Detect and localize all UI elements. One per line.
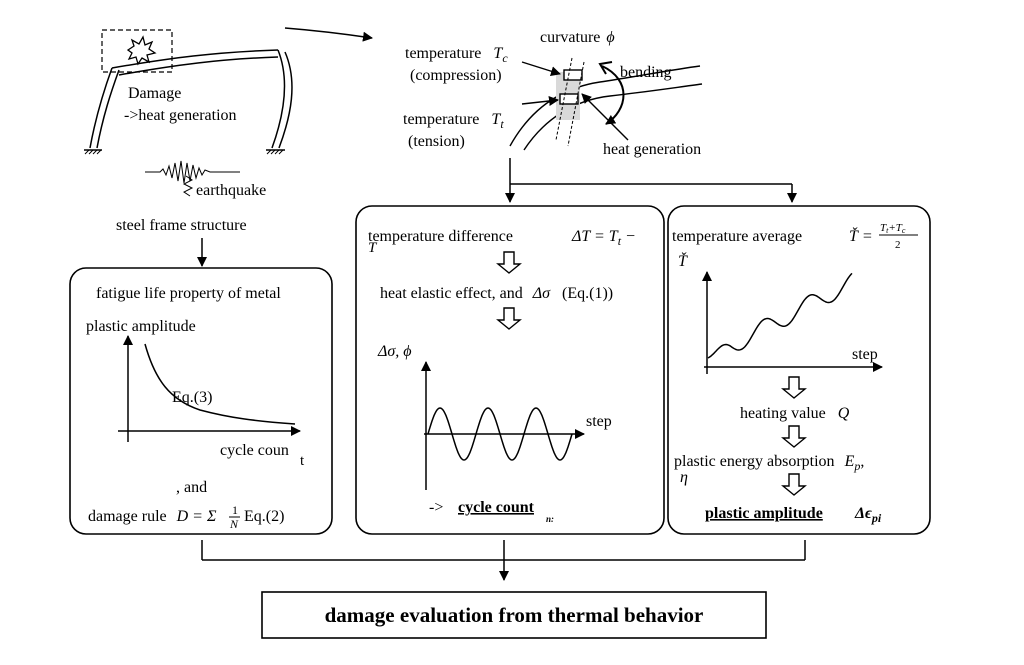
heat-generation-label-right: heat generation — [603, 141, 701, 158]
t-average-symbol: Ť = — [849, 226, 873, 245]
steel-frame-illustration — [84, 49, 293, 151]
down-hollow-arrow-1 — [496, 251, 522, 274]
fatigue-life-box — [69, 267, 333, 535]
eta-symbol: η — [680, 469, 688, 486]
bending-arrow-icon — [601, 65, 625, 125]
down-hollow-arrow-3 — [781, 376, 807, 399]
eq2-label: Eq.(2) — [244, 508, 284, 525]
tension-label: (tension) — [408, 133, 465, 150]
plastic-energy-label: plastic energy absorption Ep, — [674, 453, 864, 473]
temperature-difference-box — [355, 205, 665, 535]
damage-label: Damage — [128, 85, 181, 102]
rising-wave-curve — [707, 272, 853, 359]
sigma-phi-axis-label: Δσ, ϕ — [377, 343, 412, 360]
merge-lines — [201, 540, 806, 581]
t-average-frac-den: 2 — [895, 239, 901, 251]
down-hollow-arrow-2 — [496, 307, 522, 330]
temperature-tt-label: temperature Tt — [403, 111, 504, 131]
oscillation-curve — [427, 407, 573, 461]
tc-pointer-arrow — [521, 61, 561, 77]
damage-rule-frac-num: 1 — [232, 503, 238, 517]
damage-rule-label: damage rule D = Σ — [88, 508, 217, 525]
frame-to-section-arrow — [284, 27, 373, 42]
cycle-count-axis-label: cycle coun — [220, 442, 289, 459]
ground-hatch-right — [266, 149, 284, 155]
tt-pointer-arrow — [521, 96, 559, 106]
temperature-tc-label: temperature Tc — [405, 45, 508, 65]
earthquake-label: earthquake — [196, 182, 266, 199]
earthquake-zigzag-icon — [182, 175, 194, 197]
damage-rule-frac-den: N — [229, 517, 239, 531]
steel-frame-label: steel frame structure — [116, 217, 247, 234]
beam-section-illustration — [509, 57, 703, 151]
bending-label: bending — [620, 64, 672, 81]
section-split-arrows — [505, 158, 797, 203]
ground-hatch-left — [84, 149, 102, 155]
t-average-frac-num: Tt+Tc — [880, 222, 906, 235]
damage-burst-icon — [126, 35, 157, 66]
heating-value-label: heating value Q — [740, 405, 850, 422]
eq3-label: Eq.(3) — [172, 389, 212, 406]
damage-zone-dashed-box — [101, 29, 173, 73]
cycle-count-result-prefix: -> — [429, 499, 443, 516]
right-step-axis-label: step — [852, 346, 878, 363]
heat-gen-pointer-arrow — [581, 93, 629, 141]
fatigue-curve — [144, 343, 296, 425]
plastic-amplitude-symbol: Δϵpi — [854, 505, 882, 525]
temperature-difference-label: temperature difference — [368, 228, 513, 245]
plastic-amplitude-axis-label: plastic amplitude — [86, 318, 196, 335]
damage-evaluation-title: damage evaluation from thermal behavior — [325, 603, 704, 627]
bending-arrow-head-top — [598, 61, 613, 75]
cycle-count-axis-tail: t — [300, 453, 305, 469]
temperature-average-label: temperature average — [672, 228, 802, 245]
cycle-count-result-tail: n: — [546, 514, 554, 524]
down-hollow-arrow-4 — [781, 425, 807, 448]
delta-t-equation: ΔT = Tt− — [571, 228, 636, 248]
t-average-axis-label: Ť — [678, 251, 688, 270]
heat-elastic-label: heat elastic effect, and Δσ (Eq.(1)) — [380, 285, 613, 302]
cycle-count-result: cycle count — [458, 499, 535, 516]
earthquake-wave-icon — [145, 160, 240, 184]
mid-step-axis-label: step — [586, 413, 612, 430]
compression-label: (compression) — [410, 67, 502, 84]
temperature-difference-tail: T — [368, 240, 378, 256]
curvature-label: curvature ϕ — [540, 29, 615, 46]
damage-evaluation-box — [261, 591, 767, 639]
plastic-amplitude-result: plastic amplitude — [705, 505, 823, 522]
heat-generation-label-left: ->heat generation — [124, 107, 237, 124]
down-hollow-arrow-5 — [781, 473, 807, 496]
fatigue-life-title: fatigue life property of metal — [96, 285, 281, 302]
and-label: , and — [176, 479, 207, 496]
temperature-average-box — [667, 205, 931, 535]
